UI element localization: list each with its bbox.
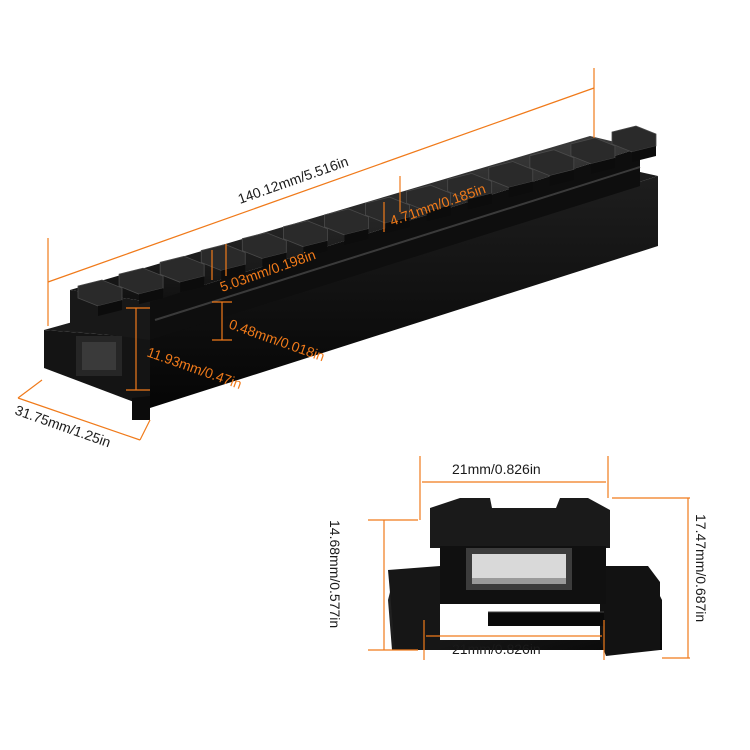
end-bottom-width-label: 21mm/0.826in [452,641,541,657]
rail-tooth-face [98,300,122,316]
rail-tooth-face [426,205,451,222]
length-label: 140.12mm/5.516in [236,153,351,207]
dimension-lines [17,68,690,660]
rail-tooth-face [344,228,369,245]
rail-tooth-face [139,288,164,305]
end-left-height-label: 14.68mm/0.577in [327,520,343,628]
end-right-height-label: 17.47mm/0.687in [693,514,709,622]
rail-end-view [388,498,662,656]
rail-tooth-face [303,240,328,257]
rail-tooth-face [180,276,205,293]
rail-tooth-face [221,264,246,281]
rail-tooth-face [262,252,287,269]
rail-teeth [77,125,657,316]
rail-tooth-face [632,146,656,162]
rail-tooth-face [385,217,410,234]
rail-tooth-face [549,169,574,186]
end-top-width-label: 21mm/0.826in [452,461,541,477]
rail-tooth-face [508,181,533,198]
rail-tooth-face [467,193,492,210]
rail-tooth-face [590,157,615,174]
